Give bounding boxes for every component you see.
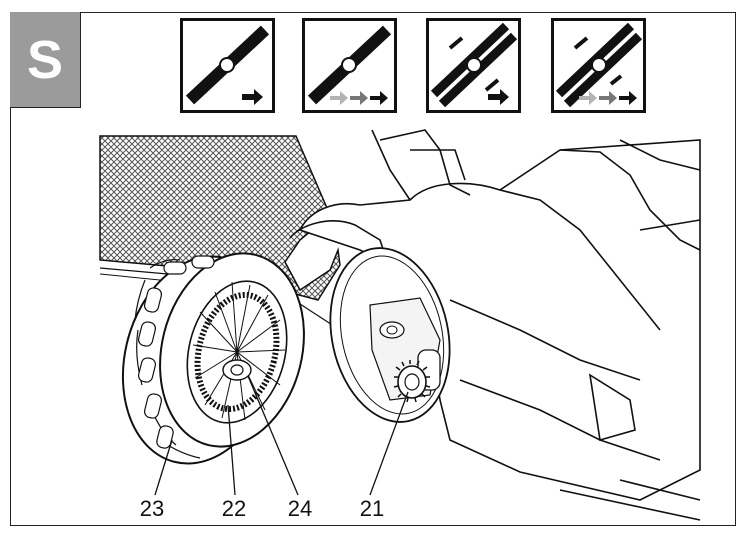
blade-mulch-three-arrows-icon <box>551 18 646 113</box>
callout-21: 21 <box>359 496 385 521</box>
section-letter: S <box>26 30 64 90</box>
blade-level-three-arrows-icon <box>302 18 397 113</box>
callout-22: 22 <box>221 496 247 521</box>
callout-leaders <box>154 375 409 496</box>
callout-23: 23 <box>139 496 165 521</box>
section-letter-tab: S <box>10 12 81 108</box>
blade-level-one-arrow-icon <box>180 18 275 113</box>
mower-housing <box>289 129 701 521</box>
callout-24: 24 <box>287 496 313 521</box>
blade-mulch-one-arrow-icon <box>426 18 521 113</box>
drive-gear <box>393 349 441 403</box>
rear-wheel <box>121 252 305 465</box>
